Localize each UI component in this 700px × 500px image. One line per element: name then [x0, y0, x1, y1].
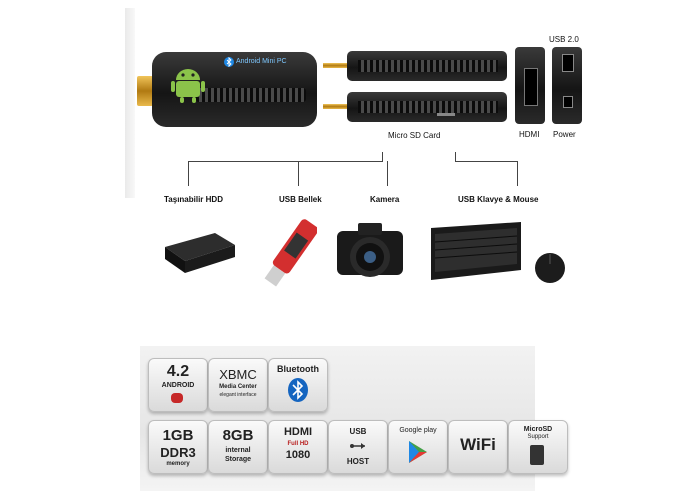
connector-bottom: [323, 104, 347, 109]
badge-ram-type: DDR3: [160, 445, 196, 460]
badge-wifi-label: WiFi: [460, 435, 496, 454]
microsd-badge-icon: [530, 445, 544, 465]
badge-hdmi-title: HDMI: [283, 426, 313, 438]
usb-port-label: USB 2.0: [549, 35, 579, 44]
badge-ram-label: memory: [166, 461, 190, 467]
badge-xbmc-sub2: elegant interface: [219, 392, 257, 398]
badge-android-version: 4.2: [166, 363, 190, 380]
badge-storage-sub: internal: [225, 447, 251, 454]
android-robot-icon: [171, 69, 205, 103]
badge-usb-host: USB HOST: [328, 420, 388, 474]
hdmi-plug: [137, 76, 153, 106]
badge-bluetooth-title: Bluetooth: [277, 364, 319, 374]
power-port: [563, 96, 573, 108]
keyboard-icon: [431, 222, 521, 280]
badge-google-play: Google play: [388, 420, 448, 474]
mouse-icon: [535, 253, 565, 283]
badge-wifi: WiFi: [448, 420, 508, 474]
badge-ram: 1GB DDR3 memory: [148, 420, 208, 474]
stick-top-vent: [358, 60, 498, 72]
badge-google-play-label: Google play: [399, 427, 437, 434]
hdmi-port: [524, 68, 538, 106]
peripheral-label-hdd: Taşınabilir HDD: [164, 195, 223, 204]
usb-flash-drive-icon: [264, 219, 317, 287]
badge-usb-host: HOST: [346, 457, 370, 466]
badge-storage: 8GB internal Storage: [208, 420, 268, 474]
dongle-brand-text: Android Mini PC: [236, 58, 287, 65]
badge-xbmc-title: XBMC: [219, 367, 257, 382]
camera-icon: [337, 223, 403, 277]
badge-storage-label: Storage: [224, 456, 252, 463]
badge-hdmi: HDMI Full HD 1080: [268, 420, 328, 474]
bluetooth-badge-icon: [288, 378, 308, 402]
badge-microsd-sub: Support: [527, 434, 549, 440]
android-badge-icon: [171, 393, 183, 403]
peripheral-label-keyboard: USB Klavye & Mouse: [458, 195, 539, 204]
sd-card-label: Micro SD Card: [388, 131, 441, 140]
badge-microsd: MicroSD Support: [508, 420, 568, 474]
badge-xbmc-sub: Media Center: [219, 384, 257, 390]
stick-bottom-vent: [358, 101, 498, 113]
badge-hdmi-fullhd: Full HD: [287, 441, 309, 447]
usb-host-badge-icon: [350, 443, 365, 449]
badge-usb-title: USB: [349, 427, 367, 436]
power-port-label: Power: [553, 130, 576, 139]
sd-slot: [437, 113, 455, 116]
badge-android: 4.2 ANDROID: [148, 358, 208, 412]
left-decor-strip: [125, 8, 135, 198]
google-play-badge-icon: [409, 441, 427, 463]
peripheral-label-camera: Kamera: [370, 195, 400, 204]
badge-microsd-title: MicroSD: [523, 426, 553, 433]
badge-xbmc: XBMC Media Center elegant interface: [208, 358, 268, 412]
badge-hdmi-res: 1080: [285, 449, 311, 461]
peripheral-label-usb: USB Bellek: [279, 195, 322, 204]
connector-top: [323, 63, 347, 68]
badge-storage-size: 8GB: [222, 427, 254, 444]
usb-port: [562, 54, 574, 72]
badge-android-label: ANDROID: [161, 382, 195, 389]
dongle-vent: [196, 88, 306, 102]
badge-ram-size: 1GB: [162, 427, 194, 444]
badge-bluetooth: Bluetooth: [268, 358, 328, 412]
hdmi-port-label: HDMI: [519, 130, 540, 139]
hard-drive-icon: [165, 233, 235, 273]
bluetooth-small-icon: [224, 56, 234, 68]
